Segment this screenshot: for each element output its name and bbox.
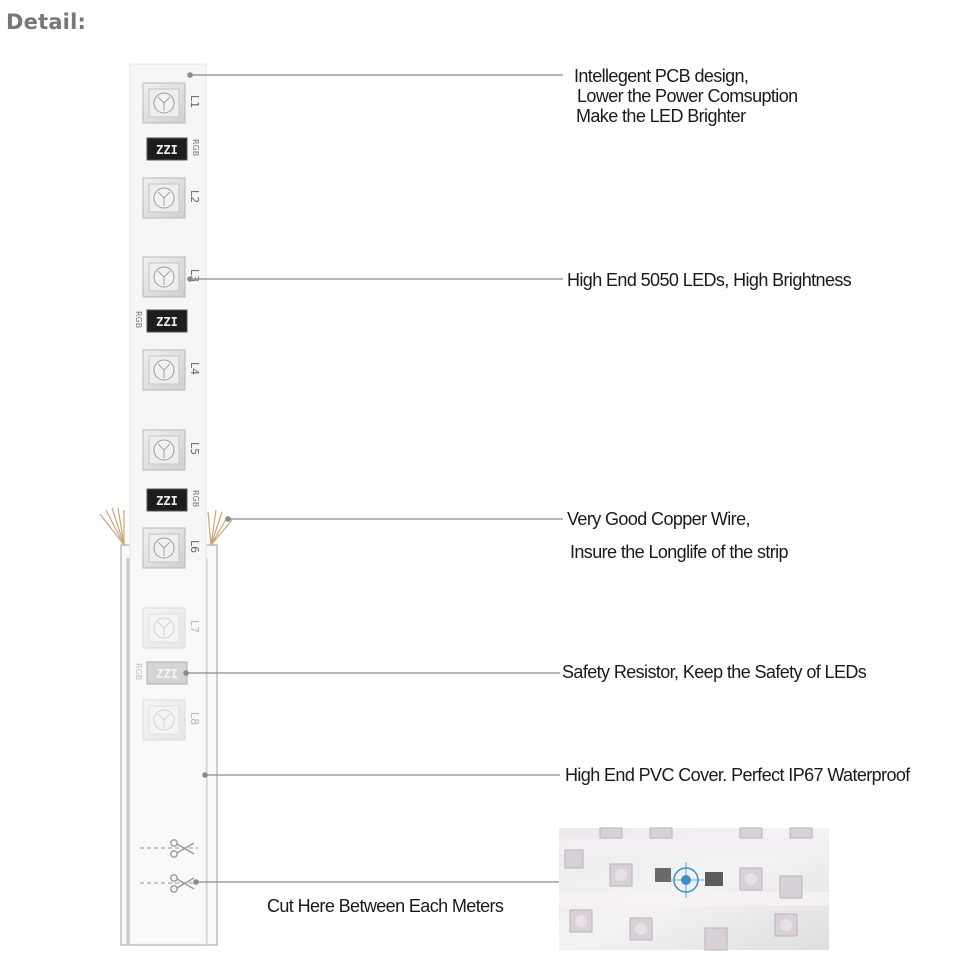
resistor-tag: RGB: [191, 139, 200, 156]
led-chip: L2: [142, 177, 201, 219]
callout-pcb-line3: Make the LED Brighter: [576, 106, 746, 126]
led-chip: L5: [142, 429, 201, 471]
copper-wire-left: [99, 507, 125, 546]
callout-leds: High End 5050 LEDs, High Brightness: [567, 270, 852, 290]
cut-point-inset-photo: [559, 827, 829, 951]
led-label: L5: [188, 442, 201, 455]
led-label: L8: [188, 712, 201, 725]
copper-wire-right: [207, 509, 233, 546]
callout-resistor-line1: Safety Resistor, Keep the Safety of LEDs: [562, 662, 867, 682]
resistor-chip: ZZI RGB: [134, 661, 188, 685]
callout-pcb: Intellegent PCB design, Lower the Power …: [574, 66, 798, 126]
led-chip: L8: [142, 699, 201, 741]
resistor-tag: RGB: [134, 663, 143, 680]
led-chip: L1: [142, 82, 201, 124]
callout-cut-line1: Cut Here Between Each Meters: [267, 896, 504, 916]
callout-pcb-line2: Lower the Power Comsuption: [577, 86, 798, 106]
led-chip: L7: [142, 607, 201, 649]
led-label: L6: [188, 540, 201, 553]
resistor-code: ZZI: [156, 143, 178, 157]
resistor-tag: RGB: [191, 490, 200, 507]
resistor-chip: ZZI RGB: [146, 137, 200, 161]
callout-copper: Very Good Copper Wire, Insure the Longli…: [567, 509, 789, 562]
led-label: L4: [188, 362, 201, 375]
callout-pvc-line1: High End PVC Cover. Perfect IP67 Waterpr…: [565, 765, 910, 785]
led-label: L7: [188, 620, 201, 633]
led-label: L2: [188, 190, 201, 203]
resistor-chip: ZZI RGB: [146, 488, 200, 512]
page-heading: Detail:: [6, 10, 87, 34]
resistor-chip: ZZI RGB: [134, 309, 188, 333]
resistor-tag: RGB: [134, 311, 143, 328]
scissors-icon: [170, 874, 195, 893]
resistor-code: ZZI: [156, 494, 178, 508]
led-chip: L6: [142, 527, 201, 569]
led-chip: L3: [142, 256, 201, 298]
led-label: L1: [188, 95, 201, 108]
callout-cut: Cut Here Between Each Meters: [267, 896, 504, 916]
callout-copper-line1: Very Good Copper Wire,: [567, 509, 750, 529]
scissors-icon: [170, 839, 195, 858]
led-chip: L4: [142, 349, 201, 391]
callout-pcb-line1: Intellegent PCB design,: [574, 66, 749, 86]
leader-lines: [183, 72, 563, 885]
callout-copper-line2: Insure the Longlife of the strip: [570, 542, 789, 562]
cut-marks: [140, 847, 198, 884]
callout-leds-line1: High End 5050 LEDs, High Brightness: [567, 270, 852, 290]
resistor-code: ZZI: [156, 667, 178, 681]
resistors: ZZI RGB ZZI RGB ZZI RGB ZZI RGB: [134, 137, 200, 685]
callout-resistor: Safety Resistor, Keep the Safety of LEDs: [562, 662, 867, 682]
callout-pvc: High End PVC Cover. Perfect IP67 Waterpr…: [565, 765, 910, 785]
resistor-code: ZZI: [156, 315, 178, 329]
